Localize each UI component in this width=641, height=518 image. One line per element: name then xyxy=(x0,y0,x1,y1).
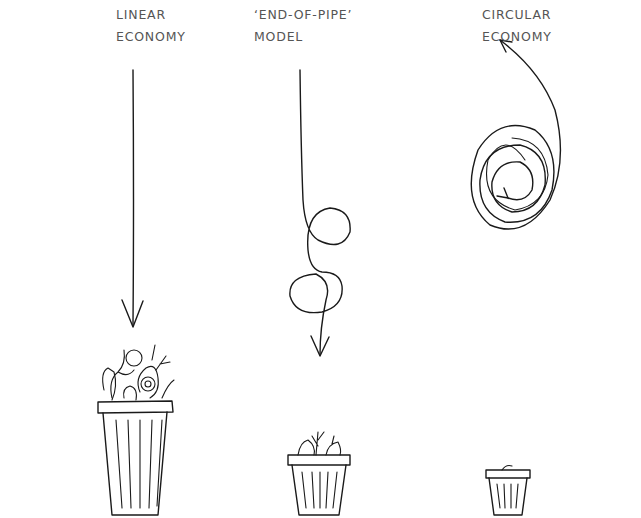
half-trash-bin xyxy=(288,432,350,515)
looping-arrow xyxy=(290,70,350,356)
column-heading: ‘END-OF-PIPE’ MODEL xyxy=(254,4,354,48)
straight-arrow xyxy=(122,70,143,327)
full-trash-bin xyxy=(98,345,174,515)
column-heading: LINEAR ECONOMY xyxy=(116,4,206,48)
spiral-arrow xyxy=(471,40,560,229)
column-heading: CIRCULAR ECONOMY xyxy=(482,4,572,48)
small-trash-bin xyxy=(486,466,530,516)
